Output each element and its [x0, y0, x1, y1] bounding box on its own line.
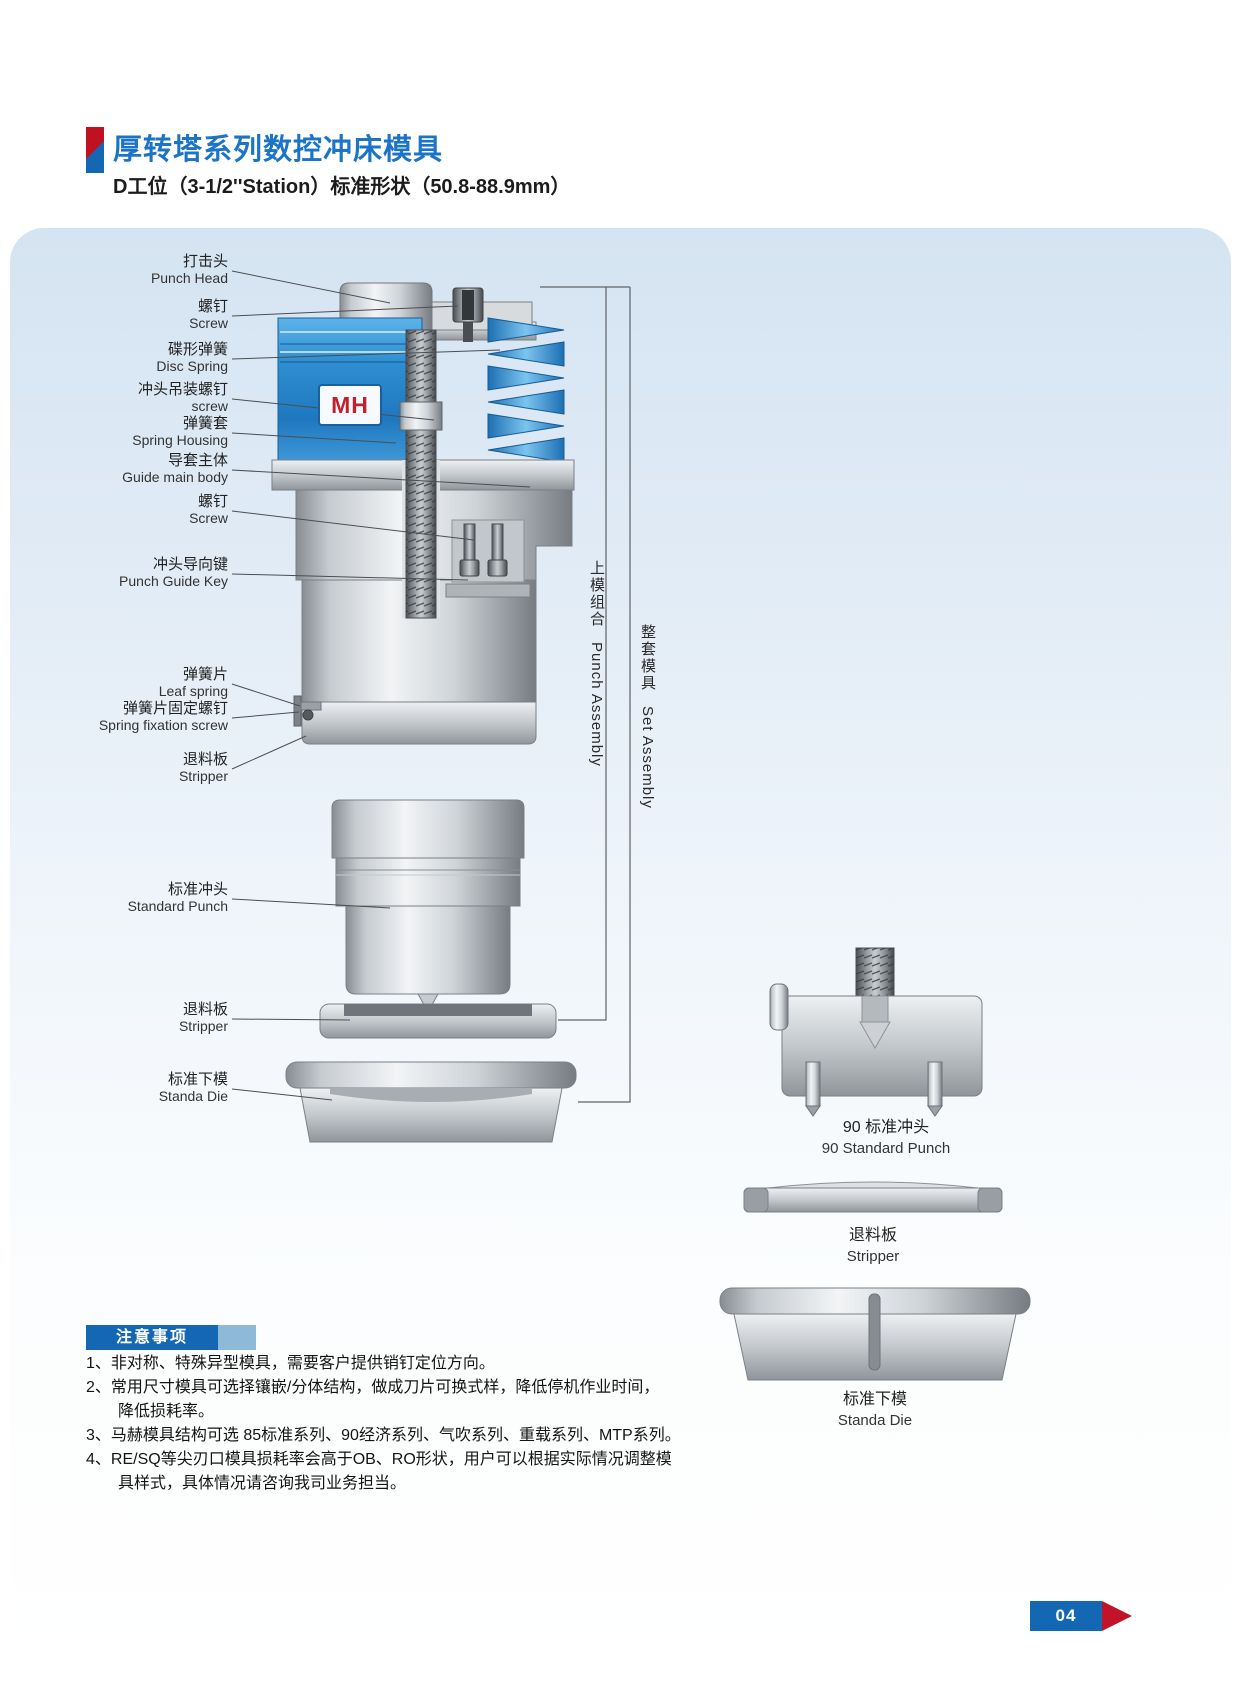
- part-label-spring-fixation-screw: 弹簧片固定螺钉 Spring fixation screw: [0, 700, 228, 734]
- part-label-zh: 标准冲头: [167, 881, 228, 898]
- part-label-punch-head: 打击头 Punch Head: [0, 253, 228, 287]
- caption-zh: 退料板: [848, 1227, 897, 1244]
- bracket-label-set-assembly: 整套模具 Set Assembly: [637, 624, 658, 809]
- part-label-en: Guide main body: [122, 469, 228, 486]
- bracket-label-zh: 上模组合: [588, 560, 605, 628]
- part-label-zh: 冲头导向键: [152, 556, 228, 573]
- bracket-label-zh: 整套模具: [639, 624, 656, 692]
- punch-assembly-drawing: [271, 282, 575, 745]
- part-label-en: Standard Punch: [127, 898, 228, 915]
- part-label-zh: 退料板: [182, 1001, 228, 1018]
- part-label-en: Punch Head: [150, 270, 228, 287]
- caption-en: Standa Die: [837, 1411, 913, 1429]
- page-subtitle: D工位（3-1/2''Station）标准形状（50.8-88.9mm）: [113, 176, 571, 198]
- die2-drawing: [719, 1287, 1031, 1381]
- notice-item: 2、常用尺寸模具可选择镶嵌/分体结构，做成刀片可换式样，降低停机作业时间， 降低…: [86, 1379, 660, 1420]
- part-label-lifting-screw: 冲头吊装螺钉 screw: [0, 381, 228, 415]
- notice-title-accent: [218, 1325, 256, 1350]
- part-label-zh: 导套主体: [167, 452, 228, 469]
- part-label-zh: 冲头吊装螺钉: [137, 381, 228, 398]
- notice-item: 4、RE/SQ等尖刃口模具损耗率会高于OB、RO形状，用户可以根据实际情况调整模…: [86, 1451, 672, 1492]
- part-label-zh: 打击头: [182, 253, 228, 270]
- title-accent-bar: [86, 127, 104, 173]
- part-label-zh: 弹簧套: [182, 415, 228, 432]
- part-label-en: Stripper: [178, 768, 228, 785]
- leader-lines: [231, 270, 531, 1101]
- part-label-zh: 弹簧片: [182, 666, 228, 683]
- part-label-en: Stripper: [178, 1018, 228, 1035]
- part-label-standard-die: 标准下模 Standa Die: [0, 1071, 228, 1105]
- part-label-screw-2: 螺钉 Screw: [0, 493, 228, 527]
- stripper-drawing: [319, 1003, 557, 1039]
- part-label-zh: 碟形弹簧: [167, 341, 228, 358]
- part-label-zh: 弹簧片固定螺钉: [122, 700, 228, 717]
- notice-item: 1、非对称、特殊异型模具，需要客户提供销钉定位方向。: [86, 1355, 495, 1372]
- caption-zh: 90 标准冲头: [842, 1119, 930, 1136]
- part-label-screw-1: 螺钉 Screw: [0, 298, 228, 332]
- bracket-label-punch-assembly: 上模组合 Punch Assembly: [586, 560, 607, 767]
- part-label-zh: 螺钉: [197, 298, 228, 315]
- stripper2-drawing: [743, 1181, 1003, 1213]
- caption-stripper: 退料板 Stripper: [743, 1226, 1003, 1266]
- part-label-en: Screw: [189, 510, 228, 527]
- mh-logo: MH: [318, 384, 382, 426]
- part-label-en: Standa Die: [158, 1088, 228, 1105]
- assembly-brackets: [540, 286, 631, 1103]
- part-label-en: screw: [191, 398, 228, 415]
- bracket-label-en: Set Assembly: [639, 706, 656, 809]
- caption-90-standard-punch: 90 标准冲头 90 Standard Punch: [756, 1118, 1016, 1158]
- page-title: 厚转塔系列数控冲床模具: [113, 134, 444, 166]
- part-label-stripper-1: 退料板 Stripper: [0, 751, 228, 785]
- standard-punch-drawing: [331, 799, 525, 1014]
- caption-en: Stripper: [846, 1247, 900, 1265]
- part-label-en: Spring fixation screw: [98, 717, 228, 734]
- part-label-spring-housing: 弹簧套 Spring Housing: [0, 415, 228, 449]
- caption-standard-die: 标准下模 Standa Die: [745, 1390, 1005, 1430]
- part-label-stripper-2: 退料板 Stripper: [0, 1001, 228, 1035]
- part-label-en: Spring Housing: [132, 432, 228, 449]
- bracket-label-en: Punch Assembly: [588, 642, 605, 767]
- content-panel: [10, 228, 1231, 1674]
- notice-item: 3、马赫模具结构可选 85标准系列、90经济系列、气吹系列、重载系列、MTP系列…: [86, 1427, 681, 1444]
- part-label-zh: 退料板: [182, 751, 228, 768]
- part-label-standard-punch: 标准冲头 Standard Punch: [0, 881, 228, 915]
- part-label-en: Leaf spring: [158, 683, 228, 700]
- part-label-zh: 螺钉: [197, 493, 228, 510]
- part-label-leaf-spring: 弹簧片 Leaf spring: [0, 666, 228, 700]
- page-number: 04: [1030, 1601, 1102, 1631]
- caption-en: 90 Standard Punch: [821, 1139, 951, 1157]
- part-label-en: Punch Guide Key: [119, 573, 228, 590]
- part-label-en: Disc Spring: [156, 358, 228, 375]
- notice-title: 注意事项: [86, 1325, 218, 1350]
- standard-die-drawing: [285, 1061, 577, 1143]
- part-label-guide-main-body: 导套主体 Guide main body: [0, 452, 228, 486]
- part-label-punch-guide-key: 冲头导向键 Punch Guide Key: [0, 556, 228, 590]
- ninety-standard-punch-drawing: [769, 947, 983, 1117]
- notice-list: 1、非对称、特殊异型模具，需要客户提供销钉定位方向。 2、常用尺寸模具可选择镶嵌…: [86, 1352, 726, 1496]
- caption-zh: 标准下模: [842, 1391, 907, 1408]
- part-label-disc-spring: 碟形弹簧 Disc Spring: [0, 341, 228, 375]
- part-label-zh: 标准下模: [167, 1071, 228, 1088]
- part-label-en: Screw: [189, 315, 228, 332]
